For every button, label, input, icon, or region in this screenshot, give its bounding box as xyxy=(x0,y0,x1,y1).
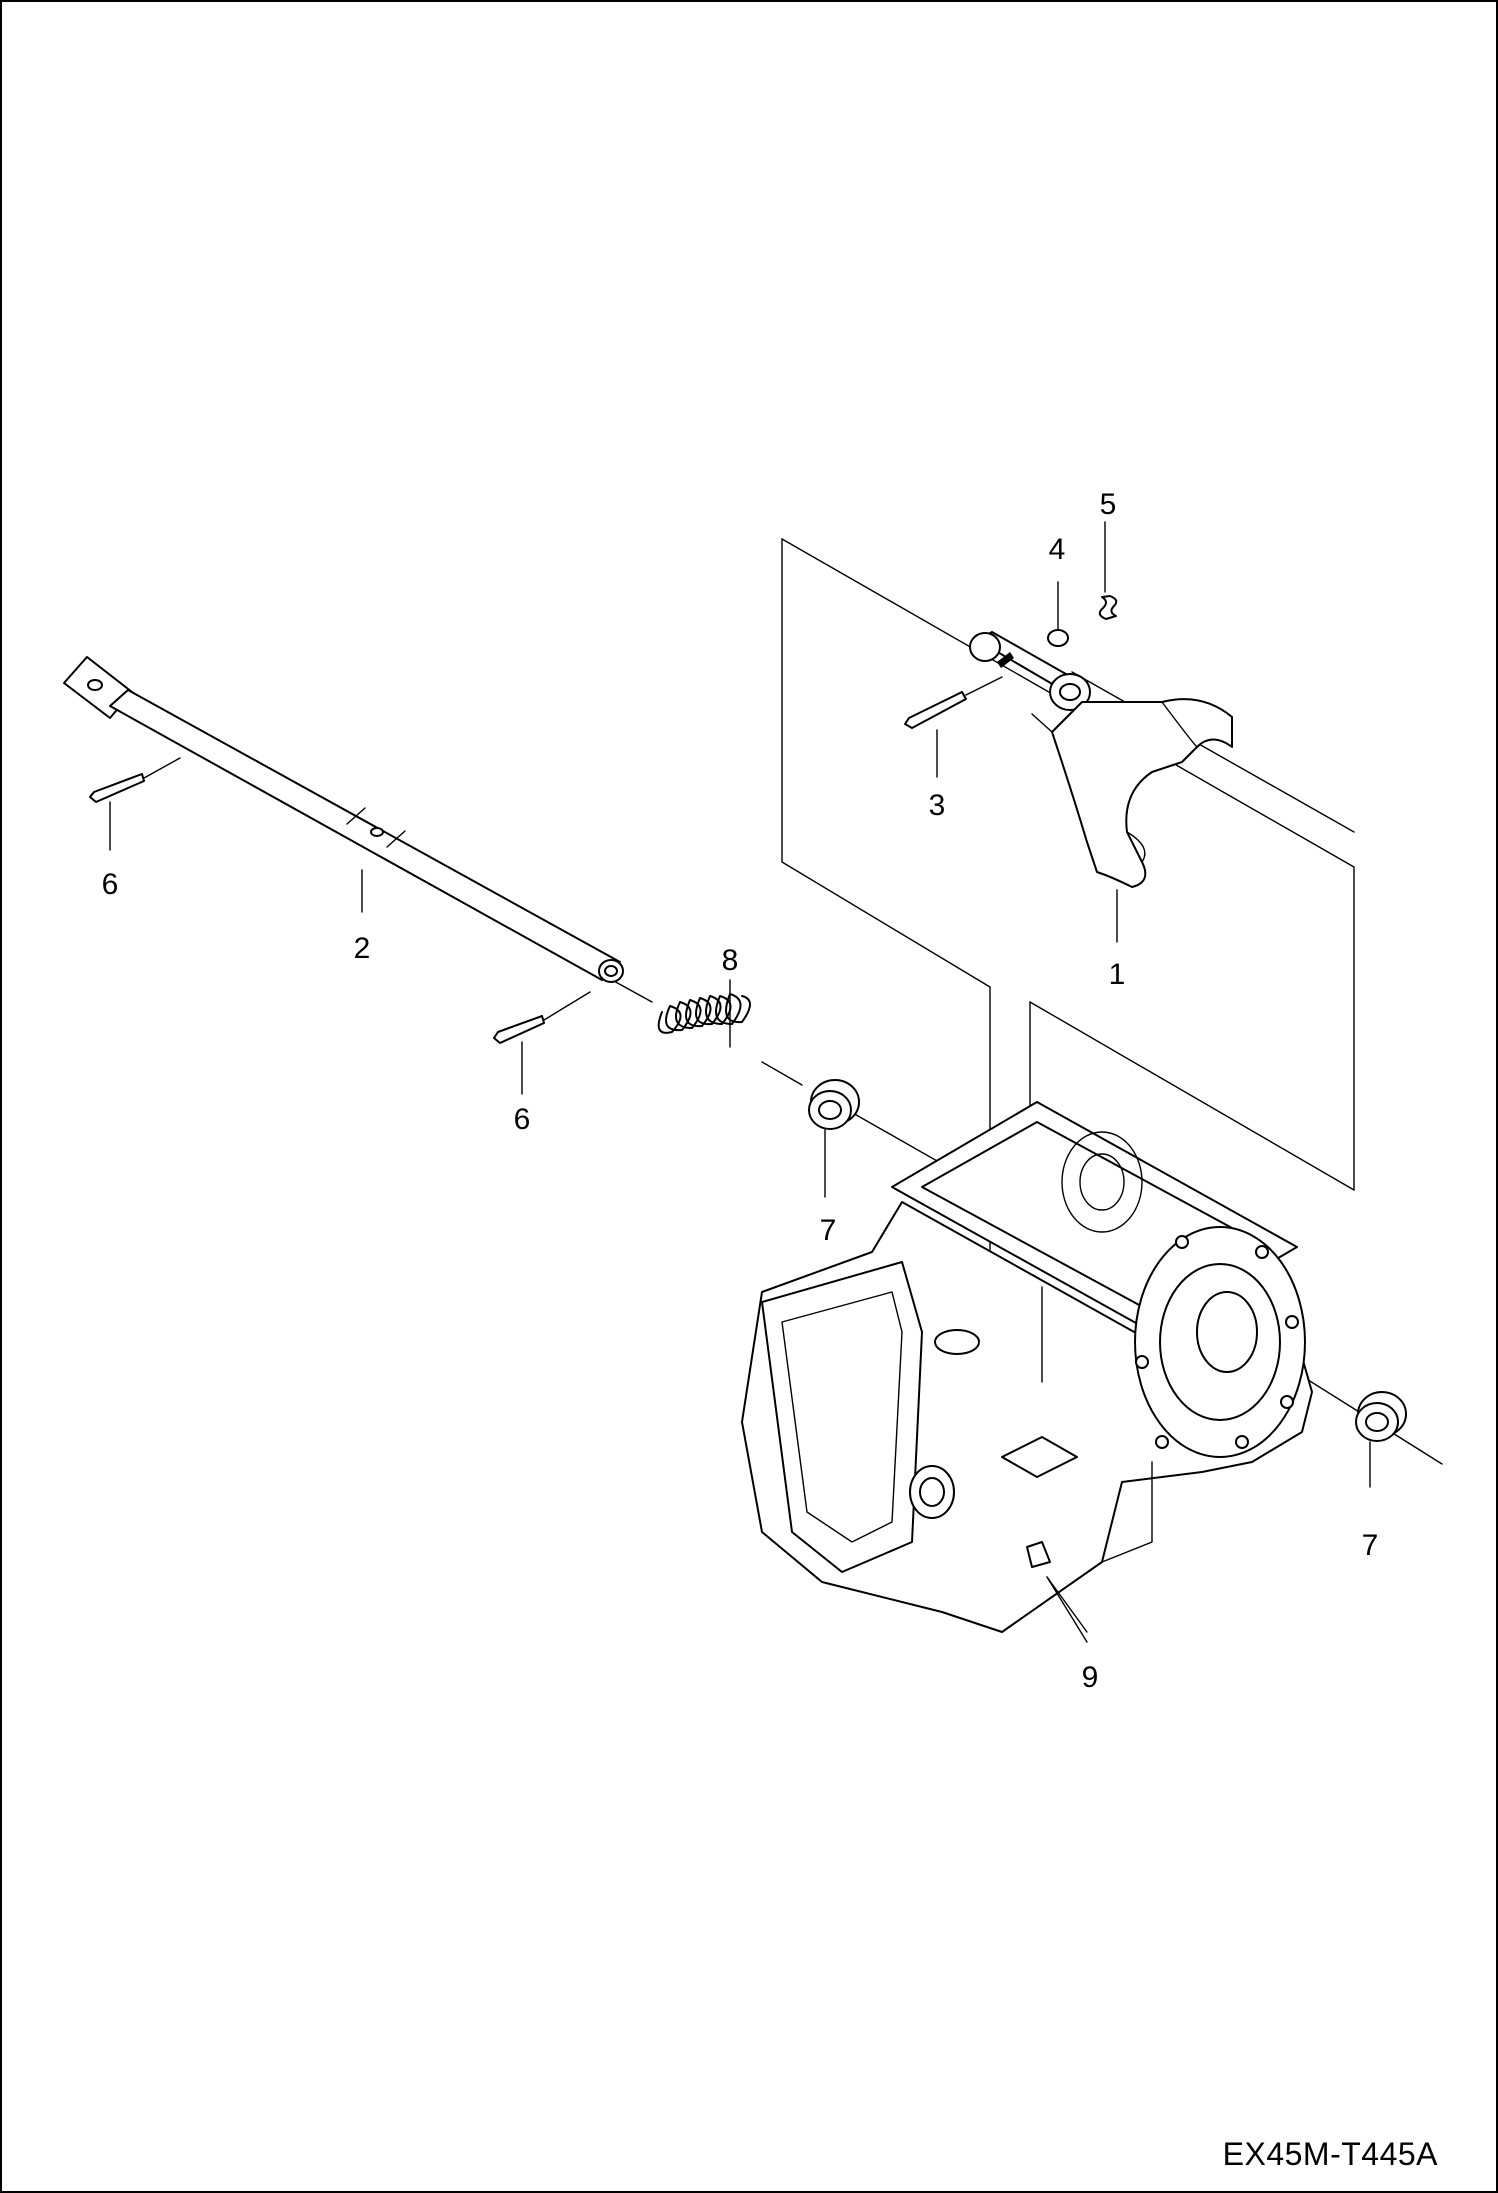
shift-shaft-part-2 xyxy=(63,656,624,983)
split-pin-part-5 xyxy=(1098,521,1118,620)
callout-1: 1 xyxy=(1109,958,1126,991)
leader-lines xyxy=(109,729,1371,1643)
transmission-case-part-9 xyxy=(741,1101,1313,1633)
callout-7a: 7 xyxy=(820,1214,837,1247)
callout-4: 4 xyxy=(1049,533,1066,566)
callout-6b: 6 xyxy=(514,1103,531,1136)
pin-part-3 xyxy=(904,676,1003,729)
shift-fork-part-1 xyxy=(969,631,1233,888)
callout-labels: 1 2 3 4 5 6 6 7 7 8 9 xyxy=(102,488,1379,1694)
callout-7b: 7 xyxy=(1362,1529,1379,1562)
drawing-code-label: EX45M-T445A xyxy=(1222,2136,1438,2172)
callout-5: 5 xyxy=(1100,488,1117,521)
callout-9: 9 xyxy=(1082,1661,1099,1694)
spring-pin-part-6-upper xyxy=(89,757,181,803)
callout-2: 2 xyxy=(354,932,371,965)
callout-3: 3 xyxy=(929,789,946,822)
oil-seal-part-7-right xyxy=(1355,1391,1407,1442)
washer-part-4 xyxy=(1047,581,1069,647)
spring-pin-part-6-lower xyxy=(493,991,591,1044)
callout-6a: 6 xyxy=(102,868,119,901)
oil-seal-part-7-left xyxy=(808,1079,860,1130)
callout-8: 8 xyxy=(722,944,739,977)
detent-spring-part-8 xyxy=(657,993,751,1034)
